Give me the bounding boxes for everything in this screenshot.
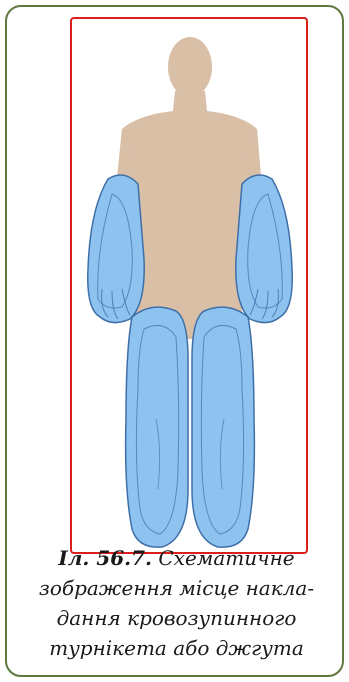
tourniquet-zone-right-leg (192, 307, 254, 547)
tourniquet-zone-right-arm (236, 175, 292, 323)
illustration-frame: Іл. 56.7. Схематичне зображення місце на… (5, 5, 344, 677)
caption-line-3: дання кровозупинного (7, 603, 346, 633)
caption-line-4: турнікета або джгута (7, 633, 346, 663)
caption-label: Іл. 56.7. (58, 546, 152, 570)
body-diagram (72, 19, 310, 556)
figure-caption: Іл. 56.7. Схематичне зображення місце на… (7, 543, 346, 663)
head (168, 37, 212, 97)
tourniquet-zone-left-leg (126, 307, 188, 547)
figure-box (70, 17, 308, 554)
caption-line-2: зображення місце накла- (7, 573, 346, 603)
tourniquet-zone-left-arm (88, 175, 144, 323)
caption-line-1: Іл. 56.7. Схематичне (7, 543, 346, 573)
